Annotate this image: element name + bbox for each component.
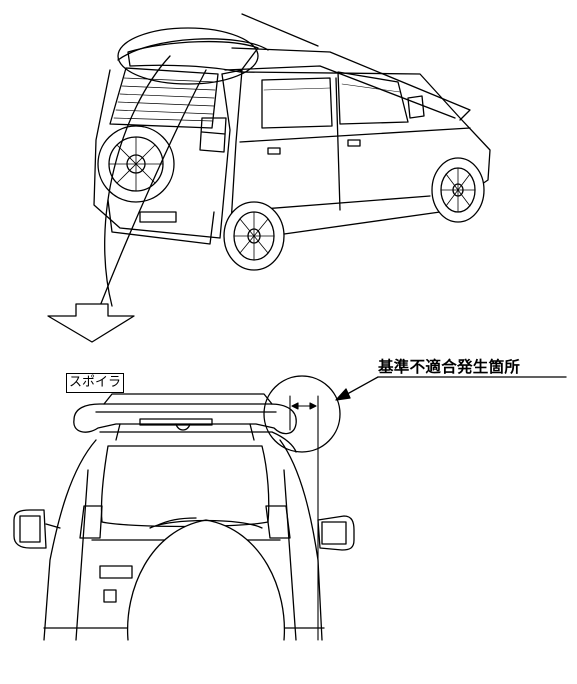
protrusion-dimension	[289, 395, 319, 641]
nonconformity-circle	[263, 375, 341, 453]
nonconformity-leader	[335, 376, 567, 401]
car-rear-three-quarter-view	[93, 13, 491, 271]
spoiler-highlight-ellipse	[117, 27, 259, 85]
spoiler-label: スポイラ	[66, 373, 124, 393]
nonconformity-location-label: 基準不適合発生箇所	[378, 358, 521, 376]
leader-lines	[99, 55, 207, 307]
down-arrow	[47, 303, 135, 343]
car-rear-elevation-view	[13, 393, 355, 641]
